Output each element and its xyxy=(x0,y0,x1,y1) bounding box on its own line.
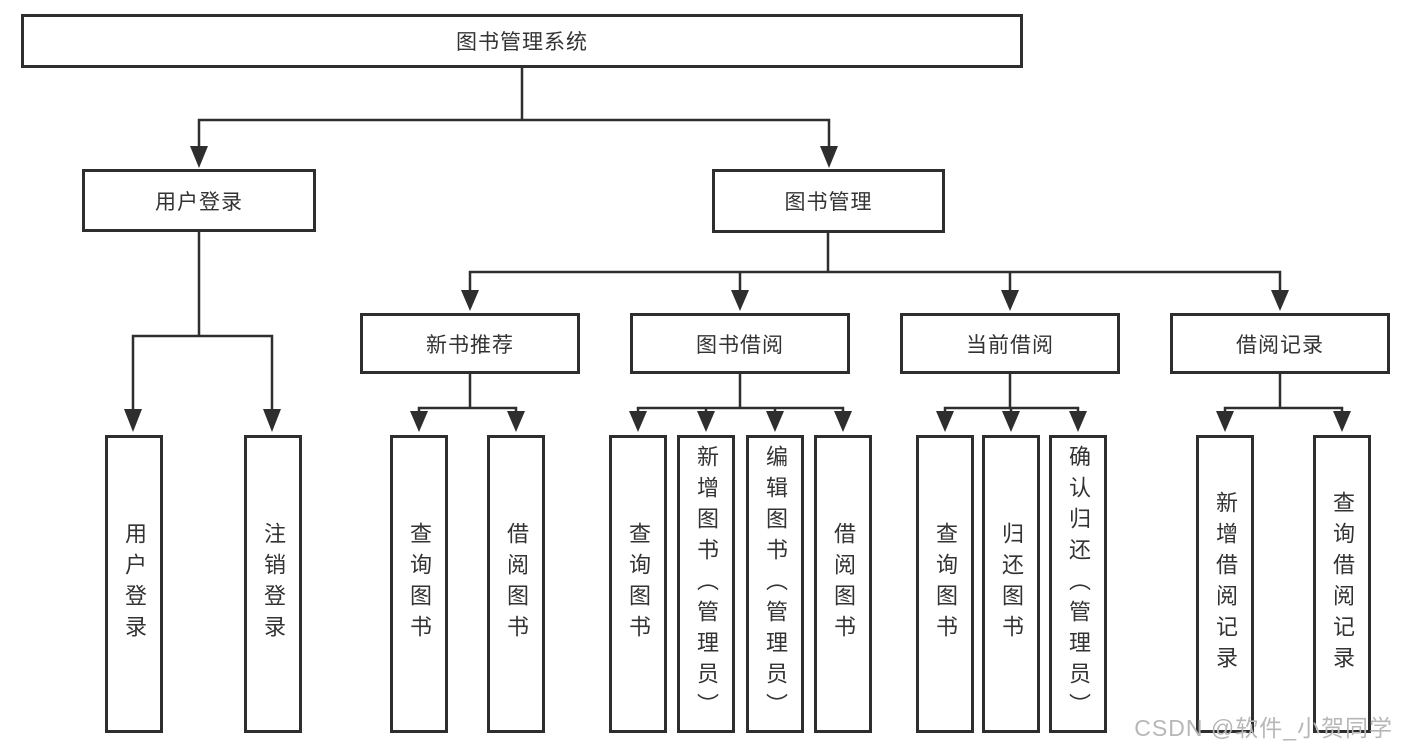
connector-book-borrowing-fork xyxy=(636,374,845,416)
arrowhead xyxy=(766,411,784,432)
arrowhead xyxy=(936,411,954,432)
connector-root-fork xyxy=(197,68,831,150)
arrowhead xyxy=(410,411,428,432)
node-label: 借阅图书 xyxy=(504,522,529,646)
connector-current-borrowing-fork xyxy=(943,374,1080,416)
csdn-watermark: CSDN @软件_小贺同学 xyxy=(1134,715,1393,741)
node-label: 用户登录 xyxy=(122,522,147,646)
node-borrowing-records: 借阅记录 xyxy=(1170,313,1390,374)
arrowhead xyxy=(731,290,749,311)
node-label: 查询图书 xyxy=(933,522,958,646)
node-user-login-leaf: 用户登录 xyxy=(105,435,163,733)
connector-new-book-fork xyxy=(417,374,518,416)
node-label: 新增借阅记录 xyxy=(1213,491,1238,677)
arrowhead xyxy=(1216,411,1234,432)
node-add-book-admin: 新增图书（管理员） xyxy=(677,435,735,733)
arrowhead xyxy=(1271,290,1289,311)
node-book-borrowing: 图书借阅 xyxy=(630,313,850,374)
arrowhead xyxy=(124,409,142,432)
arrowhead xyxy=(1002,411,1020,432)
arrowhead xyxy=(629,411,647,432)
node-label: 注销登录 xyxy=(261,522,286,646)
node-label: 编辑图书（管理员） xyxy=(763,444,788,724)
connector-user-login-fork xyxy=(131,232,274,414)
node-confirm-return-admin: 确认归还（管理员） xyxy=(1049,435,1107,733)
node-current-borrowing: 当前借阅 xyxy=(900,313,1120,374)
node-library-management-system: 图书管理系统 xyxy=(21,14,1023,68)
node-label: 借阅图书 xyxy=(831,522,856,646)
node-user-login: 用户登录 xyxy=(82,169,316,232)
node-edit-book-admin: 编辑图书（管理员） xyxy=(746,435,804,733)
node-return-books: 归还图书 xyxy=(982,435,1040,733)
arrowhead xyxy=(820,146,838,168)
node-label: 新增图书（管理员） xyxy=(694,444,719,724)
node-query-borrow-record: 查询借阅记录 xyxy=(1313,435,1371,733)
arrowhead xyxy=(834,411,852,432)
arrowhead xyxy=(1001,290,1019,311)
arrowhead xyxy=(1069,411,1087,432)
arrowhead xyxy=(190,146,208,168)
connector-borrowing-records-fork xyxy=(1223,374,1344,416)
node-logout: 注销登录 xyxy=(244,435,302,733)
node-query-books-borrowing: 查询图书 xyxy=(609,435,667,733)
connector-book-management-fork xyxy=(468,233,1282,294)
arrowhead xyxy=(461,290,479,311)
node-borrow-books-recommend: 借阅图书 xyxy=(487,435,545,733)
node-query-books-current: 查询图书 xyxy=(916,435,974,733)
node-borrow-books-borrowing: 借阅图书 xyxy=(814,435,872,733)
arrowhead xyxy=(1333,411,1351,432)
node-query-books-recommend: 查询图书 xyxy=(390,435,448,733)
node-label: 归还图书 xyxy=(999,522,1024,646)
arrowhead xyxy=(263,409,281,432)
node-book-management: 图书管理 xyxy=(712,169,945,233)
node-label: 查询图书 xyxy=(626,522,651,646)
node-label: 确认归还（管理员） xyxy=(1066,444,1091,724)
node-new-book-recommendation: 新书推荐 xyxy=(360,313,580,374)
node-label: 查询借阅记录 xyxy=(1330,491,1355,677)
arrowhead xyxy=(697,411,715,432)
node-add-borrow-record: 新增借阅记录 xyxy=(1196,435,1254,733)
node-label: 查询图书 xyxy=(407,522,432,646)
arrowhead xyxy=(507,411,525,432)
